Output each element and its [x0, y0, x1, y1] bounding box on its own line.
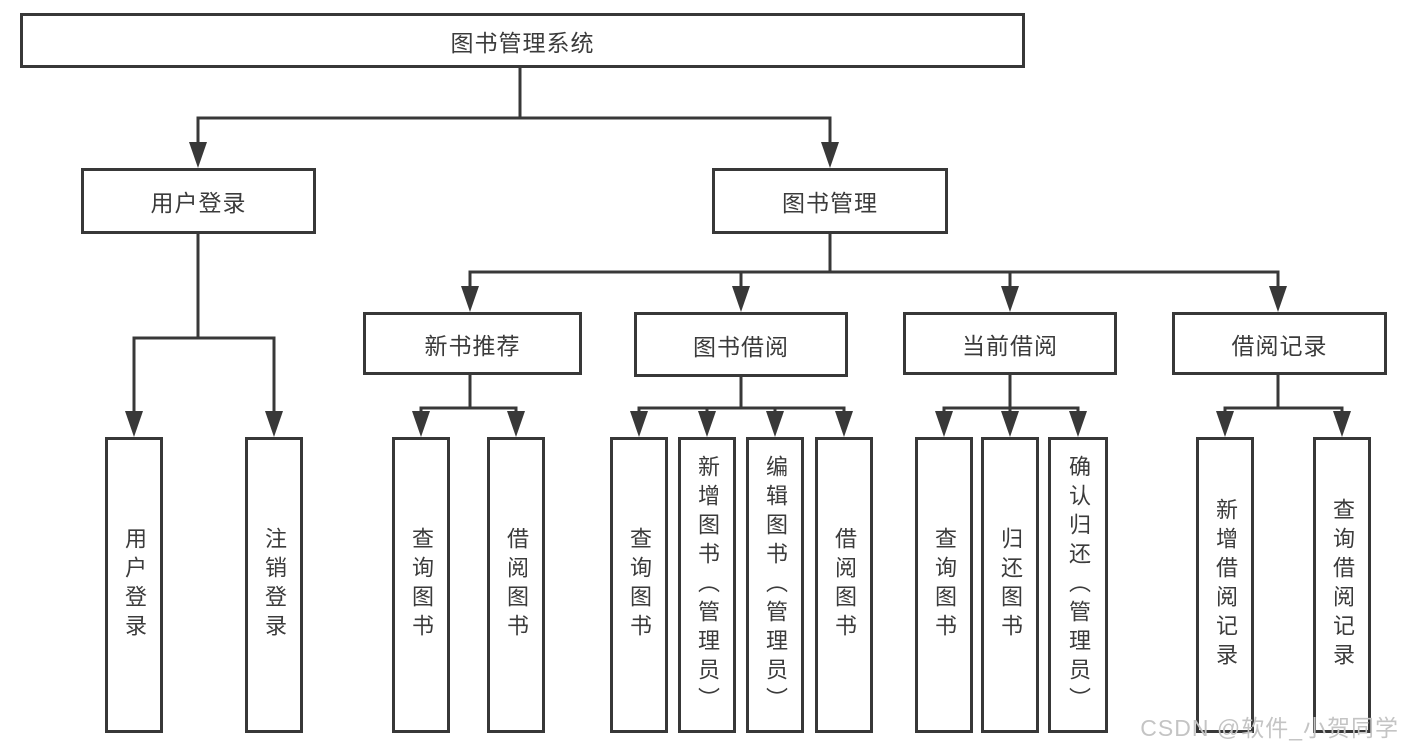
- node-label: 图书管理系统: [450, 29, 595, 56]
- leaf-label: 借阅图书: [504, 527, 529, 643]
- node-label: 图书管理: [782, 190, 878, 216]
- leaf-label: 确认归还（管理员）: [1066, 454, 1091, 716]
- node-current-borrowing: 当前借阅: [903, 312, 1117, 375]
- node-label: 新书推荐: [424, 332, 521, 359]
- node-borrowing-records: 借阅记录: [1172, 312, 1387, 375]
- leaf-label: 新增图书（管理员）: [695, 454, 720, 716]
- leaf-label: 注销登录: [262, 527, 287, 643]
- leaf-logout: 注销登录: [245, 437, 303, 733]
- leaf-records-add-borrow-record: 新增借阅记录: [1196, 437, 1254, 733]
- leaf-recommend-query-books: 查询图书: [392, 437, 450, 733]
- leaf-current-return-books: 归还图书: [981, 437, 1039, 733]
- node-label: 图书借阅: [693, 333, 789, 360]
- leaf-label: 查询借阅记录: [1330, 498, 1355, 672]
- csdn-watermark: CSDN @软件_小贺同学: [1140, 715, 1399, 741]
- leaf-borrowing-query-books: 查询图书: [610, 437, 668, 733]
- leaf-label: 归还图书: [998, 527, 1023, 643]
- node-root-library-system: 图书管理系统: [20, 13, 1025, 68]
- leaf-records-query-borrow-record: 查询借阅记录: [1313, 437, 1371, 733]
- leaf-label: 用户登录: [122, 527, 147, 643]
- node-label: 用户登录: [150, 190, 247, 216]
- node-label: 当前借阅: [962, 332, 1058, 359]
- leaf-user-login: 用户登录: [105, 437, 163, 733]
- leaf-label: 借阅图书: [832, 527, 857, 643]
- node-label: 借阅记录: [1231, 332, 1328, 359]
- node-user-login: 用户登录: [81, 168, 316, 234]
- leaf-current-query-books: 查询图书: [915, 437, 973, 733]
- leaf-recommend-borrow-books: 借阅图书: [487, 437, 545, 733]
- leaf-label: 查询图书: [627, 527, 652, 643]
- node-book-management: 图书管理: [712, 168, 948, 234]
- node-new-book-recommend: 新书推荐: [363, 312, 582, 375]
- leaf-borrowing-borrow-books: 借阅图书: [815, 437, 873, 733]
- node-book-borrowing: 图书借阅: [634, 312, 848, 377]
- leaf-borrowing-edit-books-admin: 编辑图书（管理员）: [746, 437, 804, 733]
- leaf-current-confirm-return-admin: 确认归还（管理员）: [1048, 437, 1108, 733]
- leaf-label: 查询图书: [409, 527, 434, 643]
- leaf-label: 查询图书: [932, 527, 957, 643]
- leaf-label: 新增借阅记录: [1213, 498, 1238, 672]
- leaf-borrowing-add-books-admin: 新增图书（管理员）: [678, 437, 736, 733]
- leaf-label: 编辑图书（管理员）: [763, 454, 788, 716]
